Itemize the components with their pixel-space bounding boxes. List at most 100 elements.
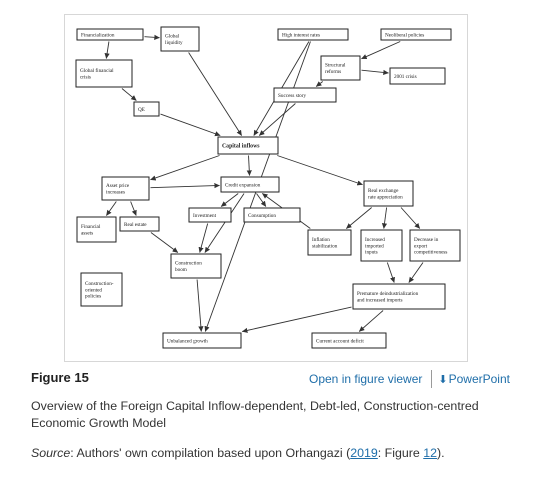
node-box — [380, 28, 452, 41]
arrow-construction-boom-to-unbalanced-growth — [196, 279, 204, 332]
arrow-neoliberal-policies-to-structural-reforms — [361, 41, 401, 60]
node-label: oriented — [85, 287, 102, 293]
node-label: Credit expansion — [225, 182, 261, 188]
node-box — [75, 59, 133, 88]
arrow-structural-reforms-to-crisis-2001 — [361, 69, 389, 76]
node-label: Current account deficit — [316, 337, 364, 344]
node-label: imported — [365, 243, 384, 249]
node-box — [76, 216, 117, 243]
node-label: stabilization — [312, 243, 338, 249]
node-label: Inflation — [312, 236, 330, 243]
arrow-decrease-export-competitiveness-to-premature-deindustrialization — [408, 262, 424, 283]
node-label: 2001 crisis — [394, 74, 417, 80]
node-unbalanced-growth: Unbalanced growth — [162, 332, 242, 349]
arrow-credit-expansion-to-construction-boom — [204, 193, 245, 253]
node-label: boom — [175, 267, 187, 273]
node-label: inputs — [365, 250, 378, 256]
arrow-asset-price-increases-to-financial-assets — [106, 201, 117, 216]
node-label: Real estate — [124, 222, 147, 228]
download-arrow-icon[interactable]: ⬇ — [438, 373, 448, 386]
node-box — [273, 87, 337, 103]
arrow-real-estate-to-construction-boom — [150, 232, 179, 253]
node-label: Global financial — [80, 67, 114, 74]
powerpoint-link[interactable]: PowerPoint — [448, 372, 510, 386]
arrow-premature-deindustrialization-to-current-account-deficit — [358, 310, 384, 332]
arrow-global-financial-crisis-to-qe — [121, 88, 137, 101]
node-label: Success story — [278, 93, 307, 99]
node-label: increases — [106, 189, 125, 195]
arrow-premature-deindustrialization-to-unbalanced-growth — [241, 306, 352, 333]
node-qe: QE — [133, 101, 160, 117]
figure-actions: Open in figure viewer ⬇ PowerPoint — [309, 370, 510, 388]
arrow-qe-to-capital-inflows — [160, 113, 221, 137]
node-box — [389, 67, 446, 85]
arrow-real-exchange-rate-to-decrease-export-competitiveness — [400, 207, 421, 229]
node-label: policies — [85, 294, 101, 300]
node-box — [409, 229, 461, 262]
node-neoliberal-policies: Neoliberal policies — [380, 28, 452, 41]
node-label: rate appreciation — [368, 194, 403, 200]
arrow-global-liquidity-to-capital-inflows — [188, 52, 242, 136]
node-box — [76, 28, 144, 41]
node-box — [133, 101, 160, 117]
node-label: and increased imports — [357, 297, 403, 303]
node-label: assets — [81, 230, 93, 236]
node-label: Neoliberal policies — [385, 32, 424, 38]
node-label: Financial — [81, 224, 101, 230]
open-figure-viewer-link[interactable]: Open in figure viewer — [309, 372, 423, 386]
node-investment: Investment — [188, 207, 232, 223]
reference-figure-link[interactable]: 12 — [423, 446, 438, 460]
arrow-credit-expansion-to-investment — [220, 193, 239, 207]
node-box — [243, 207, 301, 223]
arrow-investment-to-construction-boom — [198, 223, 209, 253]
arrow-real-exchange-rate-to-inflation-stabilization — [346, 207, 372, 229]
node-label: Financialization — [81, 32, 115, 38]
arrow-capital-inflows-to-asset-price-increases — [150, 155, 220, 181]
source-end: ). — [437, 446, 445, 460]
node-label: Global — [165, 34, 180, 40]
node-label: Real exchange — [368, 188, 399, 194]
node-label: Investment — [193, 213, 217, 219]
figure-source: Source: Authors' own compilation based u… — [31, 446, 521, 460]
node-box — [162, 332, 242, 349]
node-current-account-deficit: Current account deficit — [311, 332, 387, 349]
source-label: Source — [31, 446, 71, 460]
node-label: crisis — [80, 74, 91, 80]
arrow-structural-reforms-to-success-story — [315, 81, 324, 87]
node-box — [320, 55, 361, 81]
node-consumption: Consumption — [243, 207, 301, 223]
arrow-increased-imported-inputs-to-premature-deindustrialization — [386, 262, 395, 283]
node-label: Decrease in — [414, 237, 439, 243]
node-credit-expansion: Credit expansion — [220, 176, 280, 193]
arrow-asset-price-increases-to-real-estate — [130, 201, 137, 216]
arrow-asset-price-increases-to-credit-expansion — [150, 183, 220, 189]
node-label: export — [414, 243, 428, 249]
node-box — [363, 180, 414, 207]
reference-year-link[interactable]: 2019 — [350, 446, 378, 460]
node-box — [277, 28, 349, 41]
figure-label: Figure 15 — [31, 370, 89, 385]
node-label: liquidity — [165, 40, 183, 46]
node-box — [217, 136, 279, 155]
node-box — [220, 176, 280, 193]
node-label: Construction- — [85, 281, 114, 287]
arrow-capital-inflows-to-credit-expansion — [246, 155, 252, 176]
source-mid: : Figure — [377, 446, 424, 460]
divider — [431, 370, 433, 388]
arrow-financialization-to-global-financial-crisis — [104, 41, 110, 59]
node-box — [188, 207, 232, 223]
arrow-success-story-to-capital-inflows — [258, 103, 296, 136]
node-box — [119, 216, 160, 232]
node-label: Premature deindustrialization — [357, 291, 419, 297]
